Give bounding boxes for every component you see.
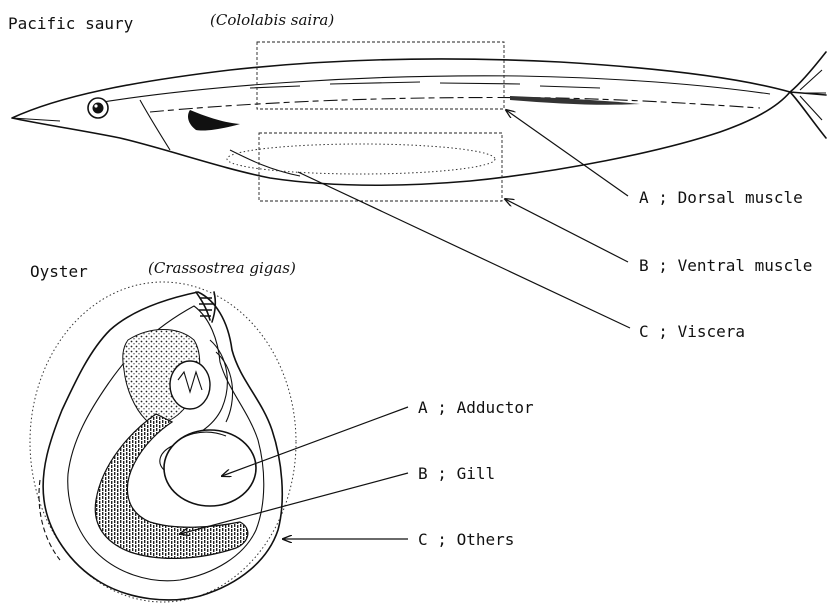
oyster-illustration bbox=[30, 282, 296, 602]
svg-text:C ; Viscera: C ; Viscera bbox=[639, 322, 745, 341]
ventral-muscle-region bbox=[259, 133, 502, 201]
saury-section: Pacific saury (Cololabis saira) bbox=[8, 11, 826, 341]
leader-viscera bbox=[298, 172, 630, 328]
svg-text:B ; Gill: B ; Gill bbox=[418, 464, 495, 483]
oyster-scientific-name: (Crassostrea gigas) bbox=[148, 259, 296, 277]
oyster-label-c: C ; Others bbox=[418, 530, 514, 549]
saury-scientific-name: (Cololabis saira) bbox=[210, 11, 334, 29]
svg-text:B ; Ventral muscle: B ; Ventral muscle bbox=[639, 256, 812, 275]
oyster-title: Oyster bbox=[30, 262, 88, 281]
svg-text:A ; Dorsal muscle: A ; Dorsal muscle bbox=[639, 188, 803, 207]
leader-dorsal-muscle bbox=[506, 110, 628, 196]
saury-label-b: B ; Ventral muscle bbox=[639, 256, 812, 275]
saury-fish-illustration bbox=[12, 52, 826, 185]
saury-label-c: C ; Viscera bbox=[639, 322, 745, 341]
svg-text:A ; Adductor: A ; Adductor bbox=[418, 398, 534, 417]
viscera-region bbox=[227, 144, 495, 174]
saury-label-a: A ; Dorsal muscle bbox=[639, 188, 803, 207]
leader-adductor bbox=[222, 407, 408, 476]
oyster-section: Oyster (Crassostrea gigas) bbox=[30, 259, 534, 602]
oyster-label-a: A ; Adductor bbox=[418, 398, 534, 417]
saury-title: Pacific saury bbox=[8, 14, 134, 33]
leader-ventral-muscle bbox=[505, 199, 628, 262]
svg-text:C ; Others: C ; Others bbox=[418, 530, 514, 549]
oyster-label-b: B ; Gill bbox=[418, 464, 495, 483]
